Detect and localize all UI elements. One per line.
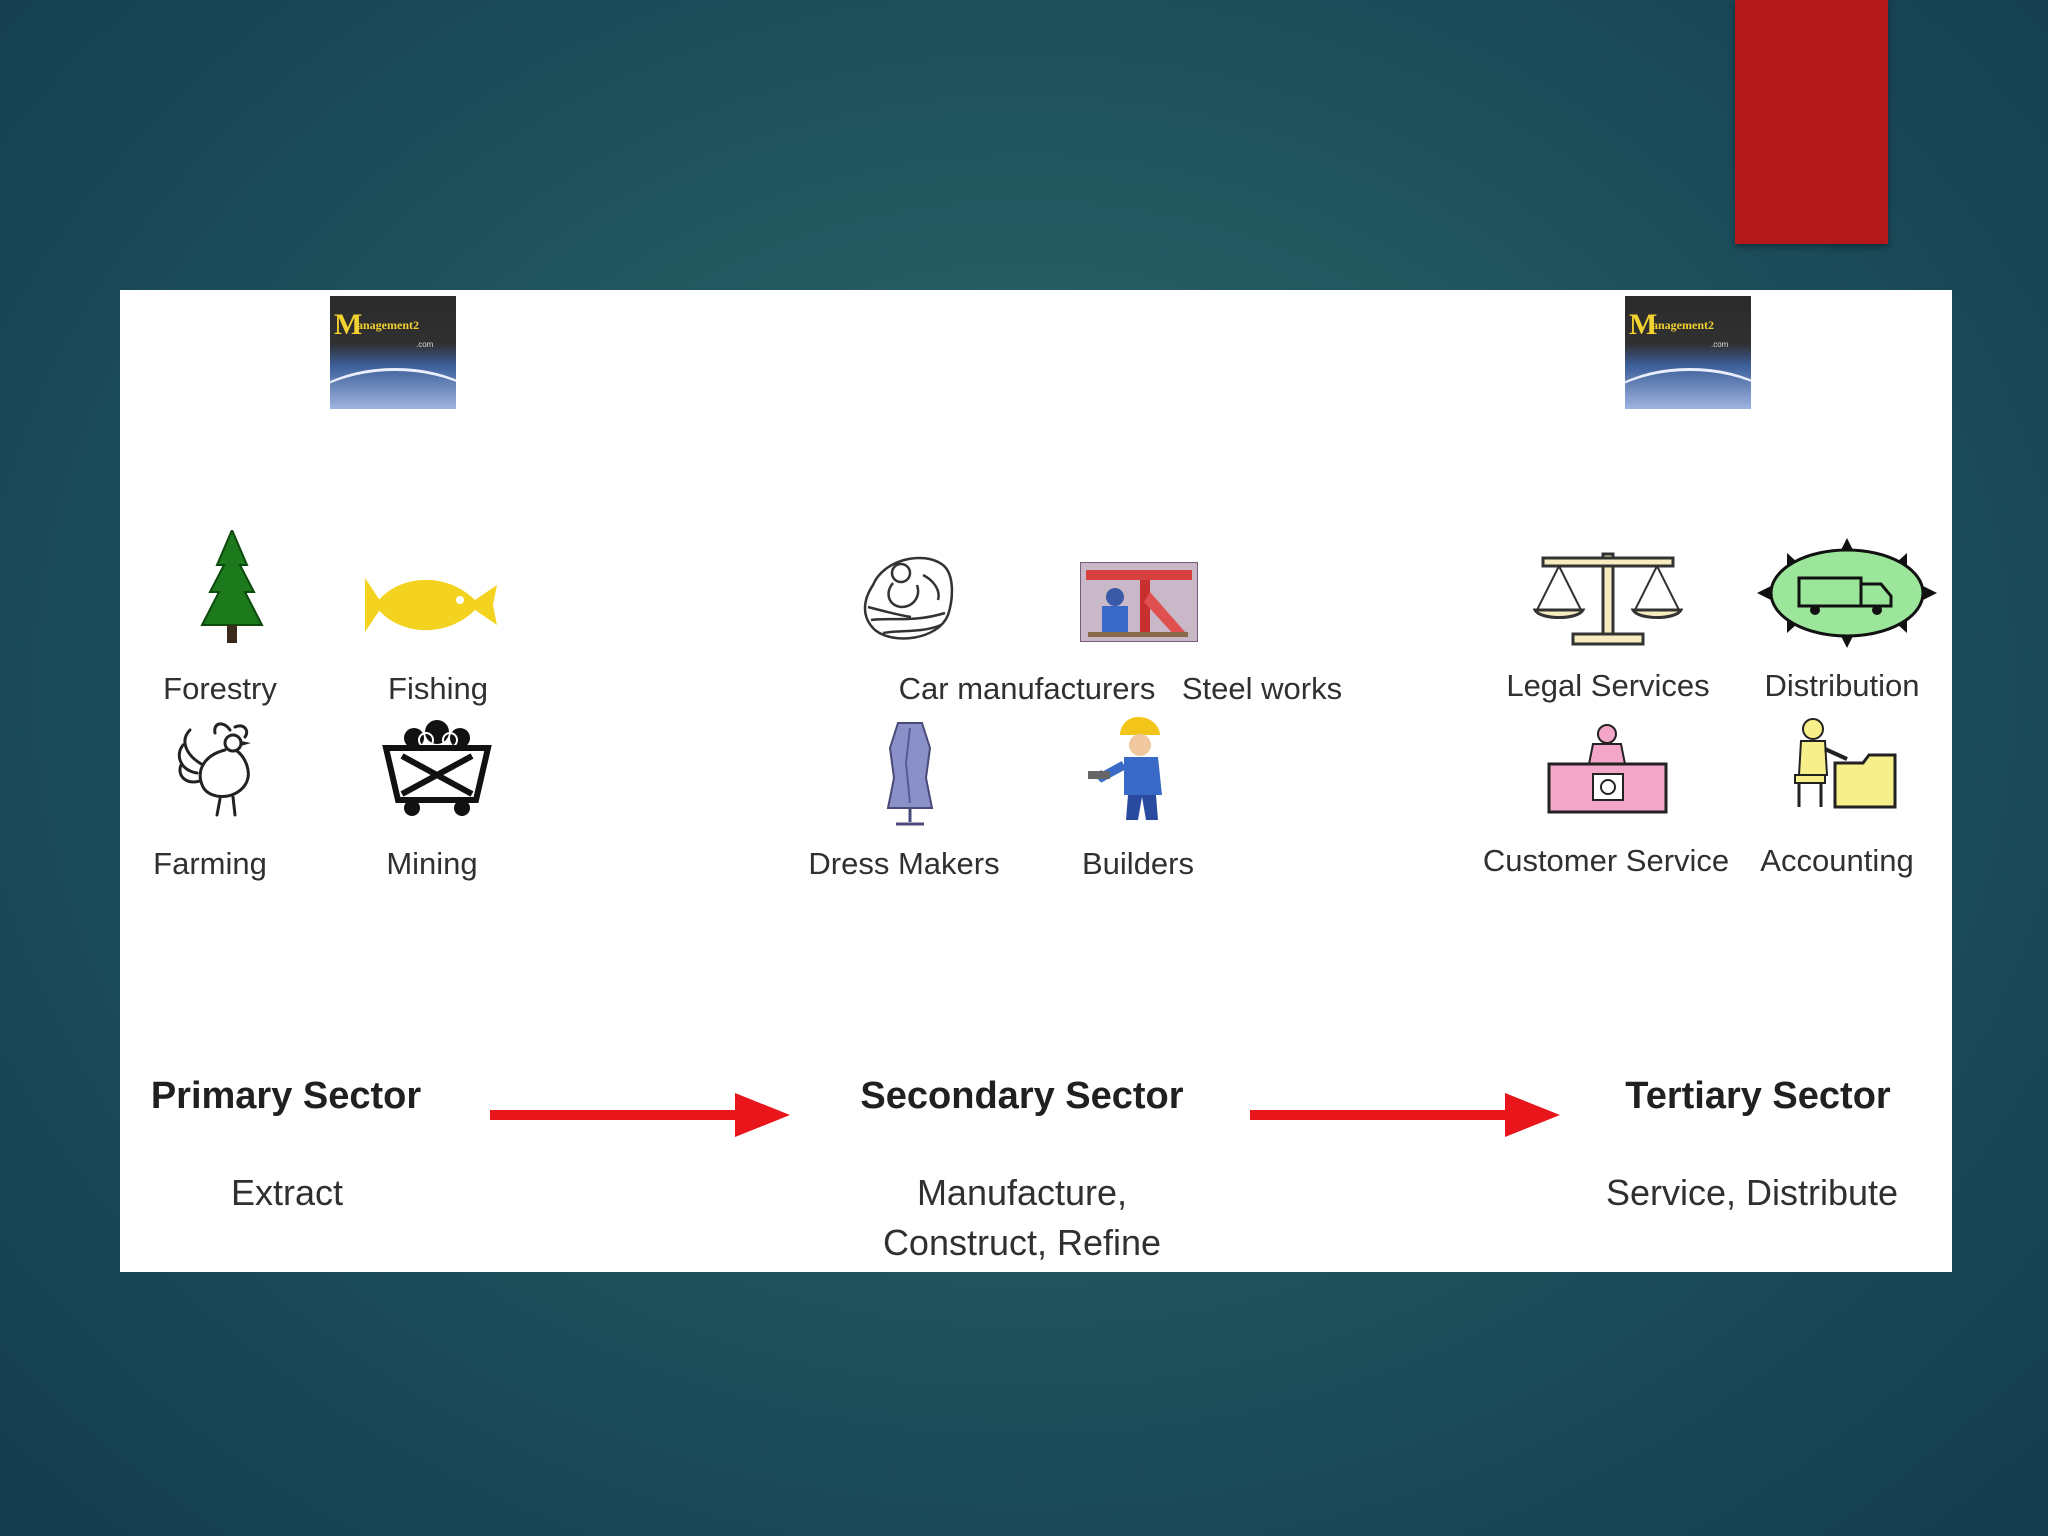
item-label-dress-makers: Dress Makers <box>808 846 1000 881</box>
item-label-forestry: Forestry <box>163 671 277 706</box>
primary-sector-heading: Primary Sector <box>150 1075 422 1117</box>
management2-logo-left: M anagement2 .com <box>330 296 456 409</box>
service-desk-icon <box>1547 724 1668 814</box>
item-label-steel-works: Steel works <box>1181 671 1343 706</box>
accent-tab <box>1735 0 1888 244</box>
fish-icon <box>365 578 497 632</box>
diagram-panel: M anagement2 .com M anagement2 .com Fore… <box>120 290 1952 1272</box>
secondary-sector-heading: Secondary Sector <box>860 1075 1184 1117</box>
steel-works-icon <box>1080 562 1198 642</box>
truck-globe-icon <box>1757 538 1937 648</box>
car-worker-icon <box>863 556 954 640</box>
secondary-sector-description: Manufacture, Construct, Refine <box>883 1168 1161 1268</box>
primary-sector-description: Extract <box>230 1172 344 1213</box>
tertiary-sector-heading: Tertiary Sector <box>1625 1075 1891 1117</box>
rooster-icon <box>177 722 251 817</box>
item-label-legal-services: Legal Services <box>1506 668 1710 703</box>
item-label-farming: Farming <box>153 846 267 881</box>
item-label-builders: Builders <box>1082 846 1194 881</box>
accountant-desk-icon <box>1794 718 1897 809</box>
builder-icon <box>1088 717 1162 820</box>
tree-icon <box>200 530 264 643</box>
item-label-car-manufacturers: Car manufacturers <box>898 671 1156 706</box>
secondary-description-line-1: Manufacture, <box>916 1172 1128 1213</box>
arrow-secondary-to-tertiary <box>1250 1093 1560 1137</box>
mine-cart-icon <box>382 720 492 816</box>
arrow-primary-to-secondary <box>490 1093 790 1137</box>
item-label-mining: Mining <box>386 846 478 881</box>
tertiary-sector-description: Service, Distribute <box>1605 1172 1899 1213</box>
item-label-customer-service: Customer Service <box>1482 843 1730 878</box>
secondary-description-line-2: Construct, Refine <box>882 1222 1162 1263</box>
scales-icon <box>1533 552 1683 646</box>
dress-form-icon <box>886 722 934 826</box>
item-label-accounting: Accounting <box>1760 843 1914 878</box>
management2-logo-right: M anagement2 .com <box>1625 296 1751 409</box>
item-label-distribution: Distribution <box>1764 668 1920 703</box>
item-label-fishing: Fishing <box>388 671 488 706</box>
